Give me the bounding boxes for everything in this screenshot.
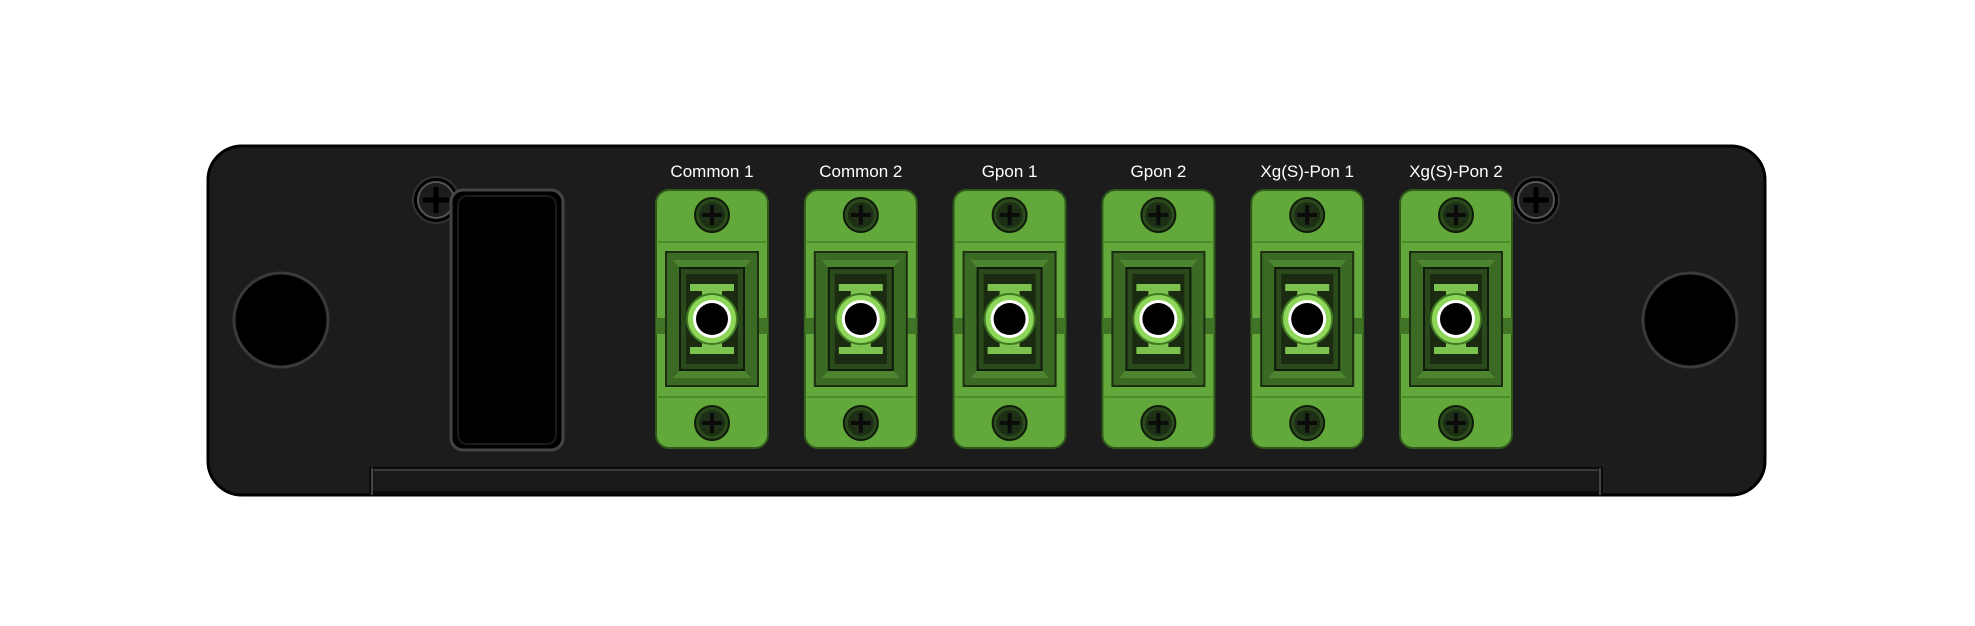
mounting-hole-right xyxy=(1641,271,1739,369)
adapter-screw-icon xyxy=(1438,197,1474,233)
panel-screw-icon xyxy=(1512,176,1560,224)
adapter-screw-icon xyxy=(1438,405,1474,441)
adapter-screw-icon xyxy=(1140,197,1177,233)
port-label: Common 2 xyxy=(819,162,902,181)
adapter-screw-icon xyxy=(991,405,1028,441)
fiber-port[interactable]: Xg(S)-Pon 1 xyxy=(1250,162,1365,449)
port-group: Common 1 Common 2 Gpon 1 Gpon 2 Xg(S)-Pon 1 X… xyxy=(655,162,1513,449)
ferrule-icon xyxy=(1132,284,1185,354)
fiber-port[interactable]: Gpon 2 xyxy=(1101,162,1216,449)
bottom-rail xyxy=(369,467,1603,495)
adapter-screw-icon xyxy=(842,405,879,441)
fiber-port[interactable]: Xg(S)-Pon 2 xyxy=(1399,162,1513,449)
ferrule-icon xyxy=(834,284,887,354)
port-label: Common 1 xyxy=(670,162,753,181)
fiber-port[interactable]: Gpon 1 xyxy=(952,162,1067,449)
port-label: Gpon 2 xyxy=(1131,162,1187,181)
adapter-screw-icon xyxy=(842,197,879,233)
adapter-screw-icon xyxy=(1289,405,1326,441)
adapter-screw-icon xyxy=(991,197,1028,233)
port-label: Xg(S)-Pon 1 xyxy=(1260,162,1354,181)
port-label: Gpon 1 xyxy=(982,162,1038,181)
fiber-port[interactable]: Common 2 xyxy=(803,162,918,449)
ferrule-icon xyxy=(983,284,1036,354)
ferrule-icon xyxy=(686,284,738,354)
ferrule-icon xyxy=(1281,284,1334,354)
blank-slot xyxy=(449,188,565,452)
mounting-hole-left xyxy=(232,271,330,369)
adapter-screw-icon xyxy=(694,197,730,233)
fiber-port[interactable]: Common 1 xyxy=(655,162,769,449)
port-label: Xg(S)-Pon 2 xyxy=(1409,162,1503,181)
adapter-screw-icon xyxy=(1140,405,1177,441)
adapter-screw-icon xyxy=(1289,197,1326,233)
ferrule-icon xyxy=(1430,284,1482,354)
adapter-screw-icon xyxy=(694,405,730,441)
